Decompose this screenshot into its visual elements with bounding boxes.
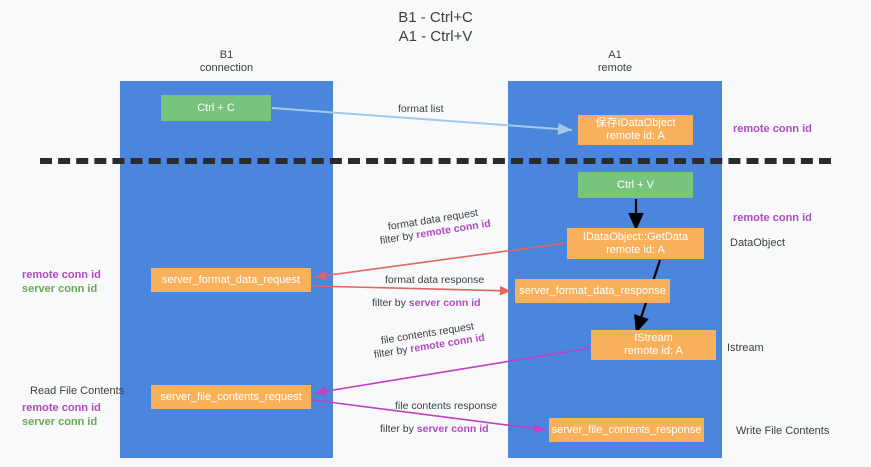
edge-file-contents-response <box>312 399 546 434</box>
phase-divider <box>40 158 831 164</box>
node-ctrl-c[interactable]: Ctrl + C <box>161 95 271 121</box>
filter-prefix-2: filter by <box>372 297 409 309</box>
filter-prefix-4: filter by <box>380 423 417 435</box>
annotation-server-conn-id-left-bottom: server conn id <box>22 416 98 428</box>
annotation-remote-conn-id-top: remote conn id <box>733 123 812 135</box>
node-save-idataobject[interactable]: 保存IDataObject remote id: A <box>578 115 693 145</box>
node-istream[interactable]: IStream remote id: A <box>591 330 716 360</box>
page-title: B1 - Ctrl+C A1 - Ctrl+V <box>398 9 473 45</box>
edge-label-format-list: format list <box>398 103 444 115</box>
edge-label-format-data-response-filter: filter by server conn id <box>372 296 481 310</box>
annotation-remote-conn-id-mid: remote conn id <box>733 212 812 224</box>
annotation-conn-ids-mid: remote conn id server conn id <box>22 268 101 296</box>
node-server-format-data-request[interactable]: server_format_data_request <box>151 268 311 292</box>
node-server-file-contents-request[interactable]: server_file_contents_request <box>151 385 311 409</box>
edge-file-contents-request <box>314 347 591 396</box>
annotation-write-file-contents: Write File Contents <box>736 425 830 437</box>
edge-label-file-contents-response: file contents response <box>395 400 498 412</box>
edge-format-list <box>271 107 573 135</box>
column-header-b1: B1 connection <box>199 49 254 74</box>
annotation-read-file-contents: Read File Contents <box>30 385 125 397</box>
filter-key-2: server conn id <box>408 297 481 309</box>
annotation-remote-conn-id-left-mid: remote conn id <box>22 269 101 281</box>
column-header-a1: A1 remote <box>597 49 633 74</box>
node-ctrl-v[interactable]: Ctrl + V <box>578 172 693 198</box>
node-idataobject-getdata[interactable]: IDataObject::GetData remote id: A <box>567 228 704 259</box>
edge-format-data-request <box>314 242 567 281</box>
annotation-dataobject: DataObject <box>730 237 786 249</box>
filter-key-4: server conn id <box>416 423 489 435</box>
annotation-server-conn-id-left-mid: server conn id <box>22 283 98 295</box>
node-server-file-contents-response[interactable]: server_file_contents_response <box>549 418 704 442</box>
edge-label-format-data-response: format data response <box>385 274 485 286</box>
annotation-conn-ids-bottom: remote conn id server conn id <box>22 401 101 429</box>
node-server-format-data-response[interactable]: server_format_data_response <box>515 279 670 303</box>
edge-label-file-contents-response-filter: filter by server conn id <box>380 422 489 436</box>
annotation-remote-conn-id-left-bottom: remote conn id <box>22 402 101 414</box>
edge-format-data-response <box>312 285 512 296</box>
annotation-istream: Istream <box>727 342 764 354</box>
